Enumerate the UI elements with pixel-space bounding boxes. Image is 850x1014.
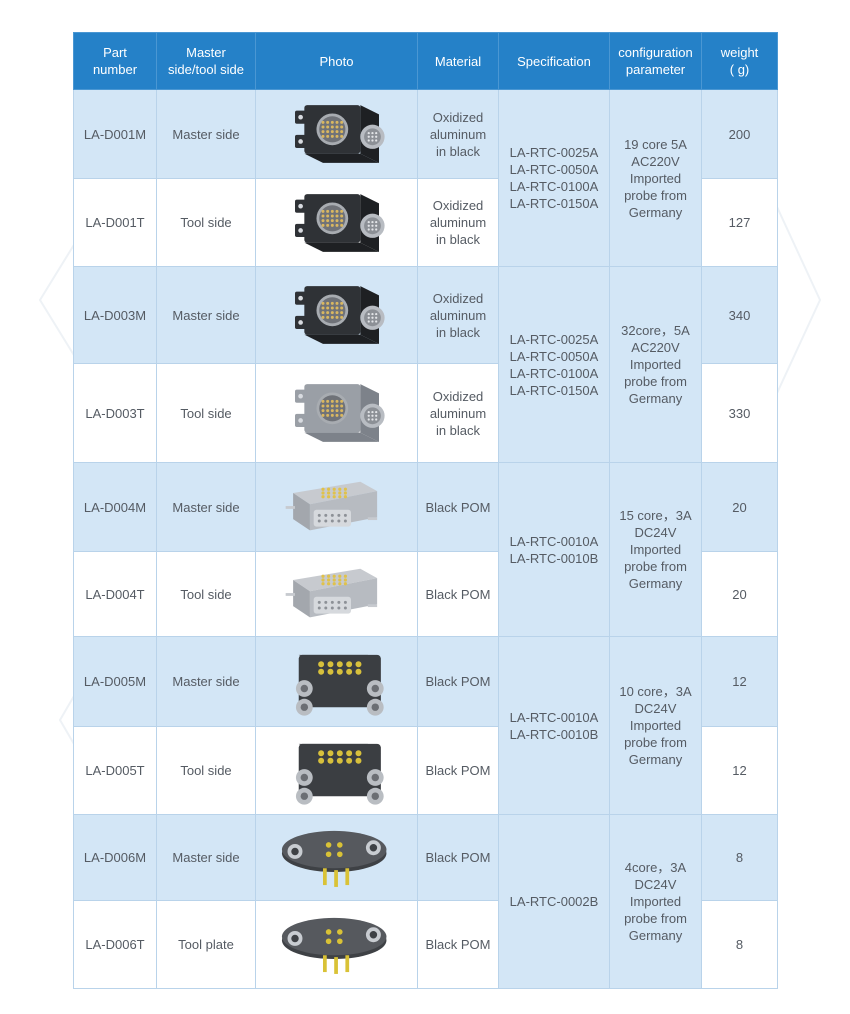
part-number-cell: LA-D005M [73,636,157,727]
header-specification: Specification [498,32,610,90]
weight-cell: 8 [701,814,778,901]
weight-cell: 20 [701,551,778,637]
side-cell: Tool side [156,726,256,815]
weight-cell: 340 [701,266,778,364]
side-cell: Tool side [156,363,256,463]
specification-cell: LA-RTC-0002B [498,814,610,989]
side-cell: Master side [156,636,256,727]
side-cell: Tool side [156,178,256,267]
material-cell: Black POM [417,551,499,637]
header-photo: Photo [255,32,418,90]
photo-cell [255,178,418,267]
connector-block-icon [294,286,385,344]
part-number-cell: LA-D006M [73,814,157,901]
weight-cell: 330 [701,363,778,463]
part-number-cell: LA-D004M [73,462,157,552]
part-number-cell: LA-D001T [73,178,157,267]
connector-block-icon [294,193,385,252]
connector-block-icon [294,105,385,163]
photo-cell [255,551,418,637]
material-cell: Black POM [417,814,499,901]
oval-plate-icon [281,830,386,887]
oval-plate-icon [281,917,386,974]
material-cell: Black POM [417,900,499,989]
weight-cell: 127 [701,178,778,267]
side-cell: Master side [156,814,256,901]
weight-cell: 8 [701,900,778,989]
connector-block-icon [294,384,385,442]
side-cell: Master side [156,462,256,552]
photo-cell [255,814,418,901]
weight-cell: 12 [701,636,778,727]
weight-cell: 20 [701,462,778,552]
d-sub-connector-icon [285,481,377,531]
side-cell: Tool side [156,551,256,637]
part-number-cell: LA-D003M [73,266,157,364]
weight-cell: 12 [701,726,778,815]
photo-cell [255,636,418,727]
pin-block-icon [295,654,384,716]
side-cell: Tool plate [156,900,256,989]
header-weight: weight( g) [701,32,778,90]
weight-cell: 200 [701,89,778,179]
pin-block-icon [295,743,384,805]
part-number-cell: LA-D001M [73,89,157,179]
material-cell: Black POM [417,636,499,727]
photo-cell [255,462,418,552]
d-sub-connector-icon [285,568,377,618]
part-number-cell: LA-D005T [73,726,157,815]
photo-cell [255,266,418,364]
photo-cell [255,726,418,815]
photo-cell [255,89,418,179]
part-number-cell: LA-D003T [73,363,157,463]
side-cell: Master side [156,266,256,364]
part-number-cell: LA-D004T [73,551,157,637]
side-cell: Master side [156,89,256,179]
header-material: Material [417,32,499,90]
photo-cell [255,363,418,463]
photo-cell [255,900,418,989]
material-cell: Black POM [417,462,499,552]
part-number-cell: LA-D006T [73,900,157,989]
material-cell: Black POM [417,726,499,815]
